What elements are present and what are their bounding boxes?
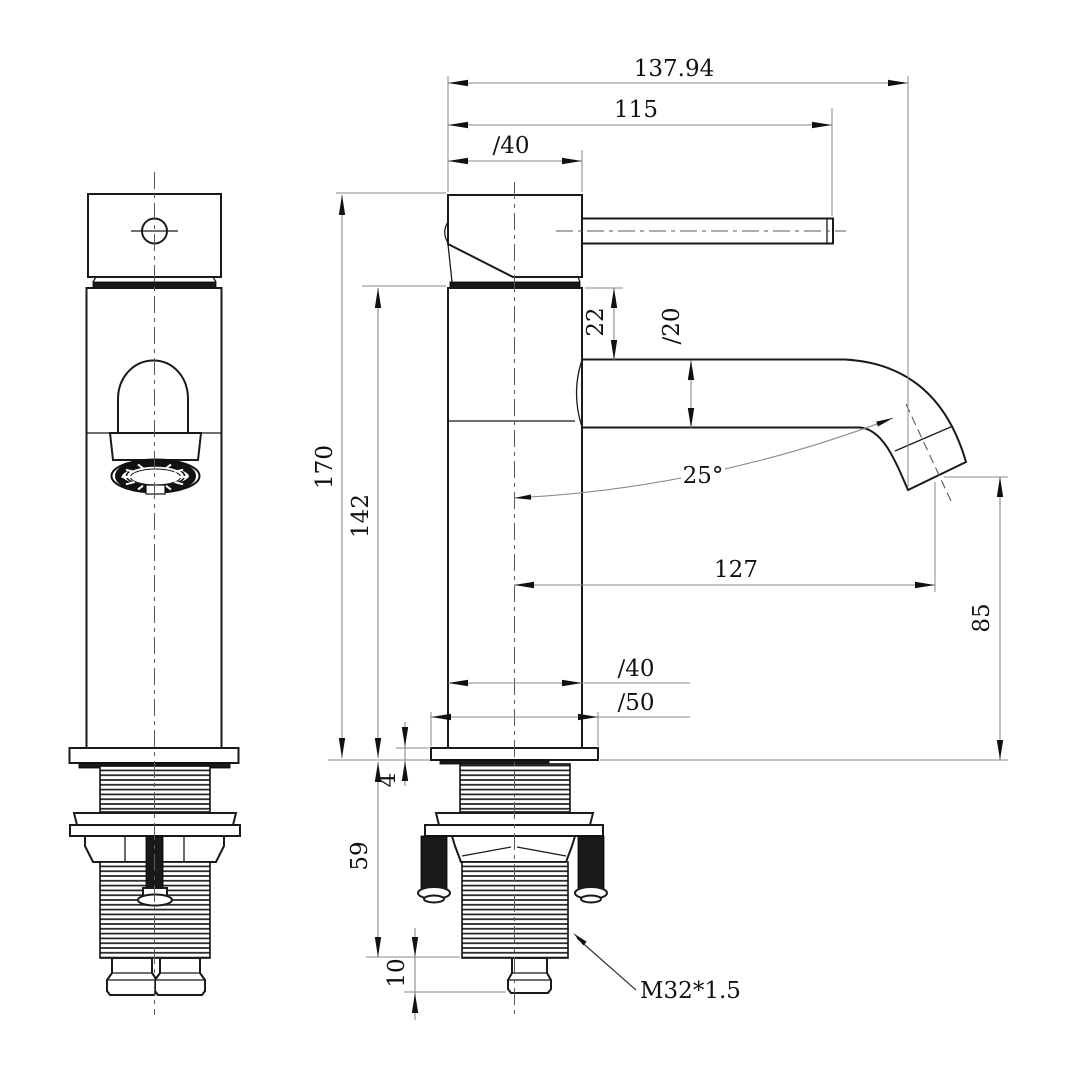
- dim-body-height: 142: [348, 288, 382, 758]
- dim-thread-spec: M32*1.5: [573, 933, 741, 1004]
- dim-handle-length: 115: [448, 97, 832, 129]
- dim-overall-height-label: 170: [312, 445, 338, 489]
- dim-thread-spec-label: M32*1.5: [640, 978, 741, 1004]
- dim-spout-diameter-label: ∕20: [659, 307, 685, 344]
- spout-front: [117, 359, 189, 435]
- spout-side: [581, 358, 968, 492]
- dim-head-diameter: ∕40: [448, 133, 582, 165]
- dim-body-diameter: ∕40: [448, 656, 690, 687]
- dim-base-diameter-label: ∕50: [617, 690, 654, 716]
- handle-indicator: [444, 221, 449, 244]
- dim-outlet-height: 85: [969, 477, 1004, 760]
- aerator: [110, 458, 201, 495]
- dim-spout-diameter: ∕20: [659, 307, 695, 428]
- dim-spout-reach: 127: [514, 557, 935, 589]
- dim-shank-length: 59: [347, 762, 382, 957]
- dim-body-height-label: 142: [348, 494, 374, 538]
- dimensions: 137.94 115 ∕40 22 ∕20 170 142: [312, 56, 1008, 1020]
- outlet-aerator-line: [894, 425, 954, 452]
- side-view: [417, 194, 968, 994]
- aerator-housing: [108, 432, 203, 461]
- dim-neck-height: 22: [583, 288, 618, 360]
- mounting-bolt-left: [420, 835, 448, 891]
- dim-base-diameter: ∕50: [431, 690, 690, 721]
- dim-tail-length-label: 10: [384, 958, 410, 987]
- dim-spout-angle: 25°: [513, 417, 894, 500]
- dim-head-diameter-label: ∕40: [492, 133, 529, 159]
- centerline-outlet: [905, 403, 952, 502]
- dim-outlet-height-label: 85: [969, 603, 995, 632]
- hose-tail-left: [106, 957, 158, 996]
- dim-spout-reach-label: 127: [714, 557, 758, 583]
- dim-spout-angle-label: 25°: [683, 463, 724, 489]
- mounting-bolt-right: [577, 835, 605, 891]
- dim-tail-length: 10: [384, 928, 419, 1020]
- dim-body-diameter-label: ∕40: [617, 656, 654, 682]
- front-view: [68, 193, 241, 996]
- dim-shank-length-label: 59: [347, 841, 373, 870]
- lock-nut-side: [450, 835, 577, 863]
- dim-neck-height-label: 22: [583, 307, 609, 336]
- dim-overall-width: 137.94: [448, 56, 908, 87]
- dim-overall-height: 170: [312, 195, 346, 758]
- dim-flange-thickness-label: 4: [375, 773, 401, 788]
- dim-handle-length-label: 115: [614, 97, 658, 123]
- dim-overall-width-label: 137.94: [634, 56, 714, 82]
- hose-tail-right: [154, 957, 206, 996]
- centerlines: [154, 172, 952, 1015]
- dim-flange-thickness: 4: [375, 722, 409, 788]
- hose-tail-side: [507, 957, 552, 994]
